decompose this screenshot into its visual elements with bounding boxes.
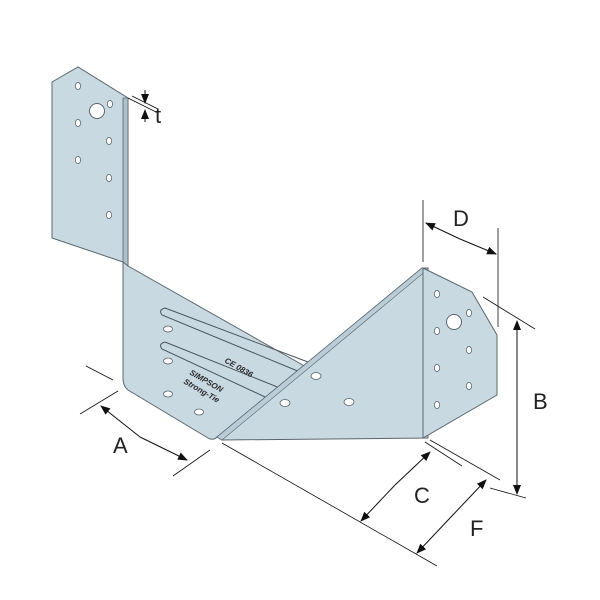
large-hole <box>446 314 462 330</box>
dimension-b: B <box>482 296 548 499</box>
upper-left-flange <box>51 66 129 380</box>
dimension-c: C <box>221 439 501 567</box>
gusset-plate <box>216 267 429 441</box>
label-d: D <box>453 206 469 231</box>
dimension-t: t <box>127 90 161 128</box>
base-plate: CE 0836 SIMPSON Strong-Tie <box>122 260 309 440</box>
label-f: F <box>470 516 483 541</box>
label-a: A <box>113 433 128 458</box>
label-t: t <box>155 103 161 128</box>
label-c: C <box>414 483 430 508</box>
dimension-a: A <box>79 365 211 477</box>
label-b: B <box>533 389 548 414</box>
right-flange <box>422 267 498 439</box>
large-hole <box>89 103 105 119</box>
dimension-d: D <box>422 200 499 327</box>
dimension-f: F <box>416 479 487 554</box>
